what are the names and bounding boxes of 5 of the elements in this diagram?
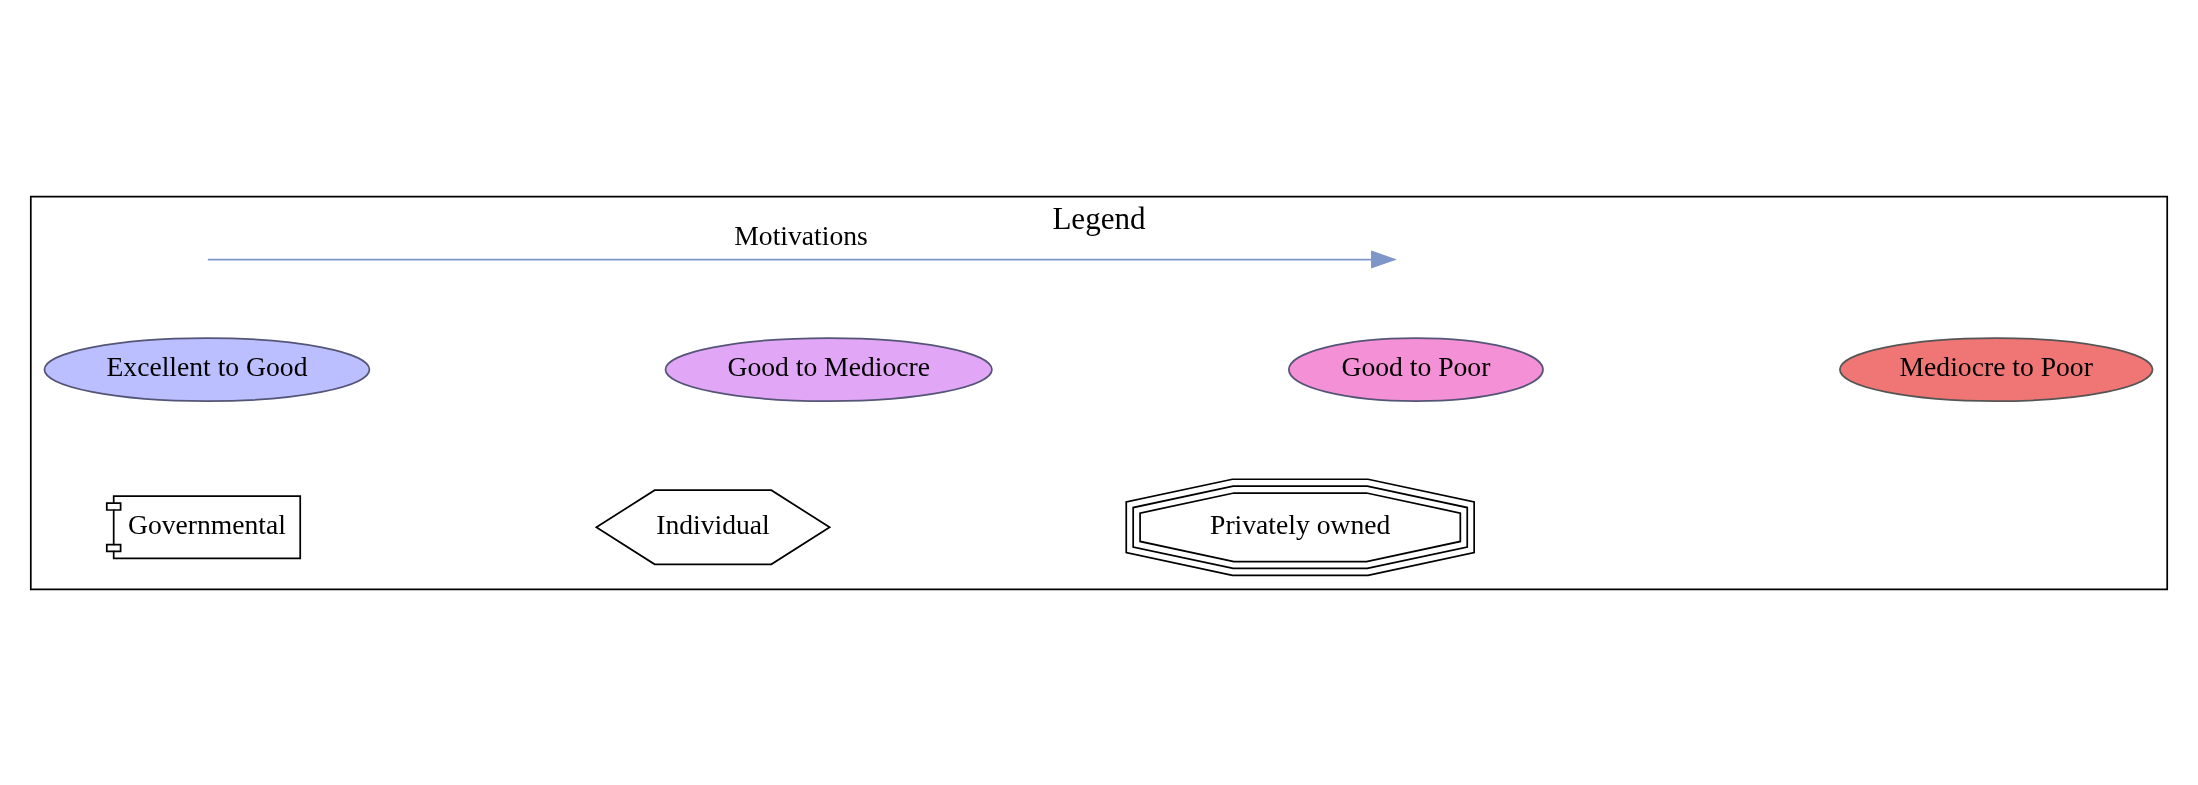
node-ellipse: Good to Mediocre [664,336,993,402]
legend-label: Motivations [734,219,868,251]
node-ellipse: Good to Poor [1287,336,1544,402]
node-ellipse: Mediocre to Poor [1839,336,2154,402]
node-ellipse: Excellent to Good [43,336,371,402]
